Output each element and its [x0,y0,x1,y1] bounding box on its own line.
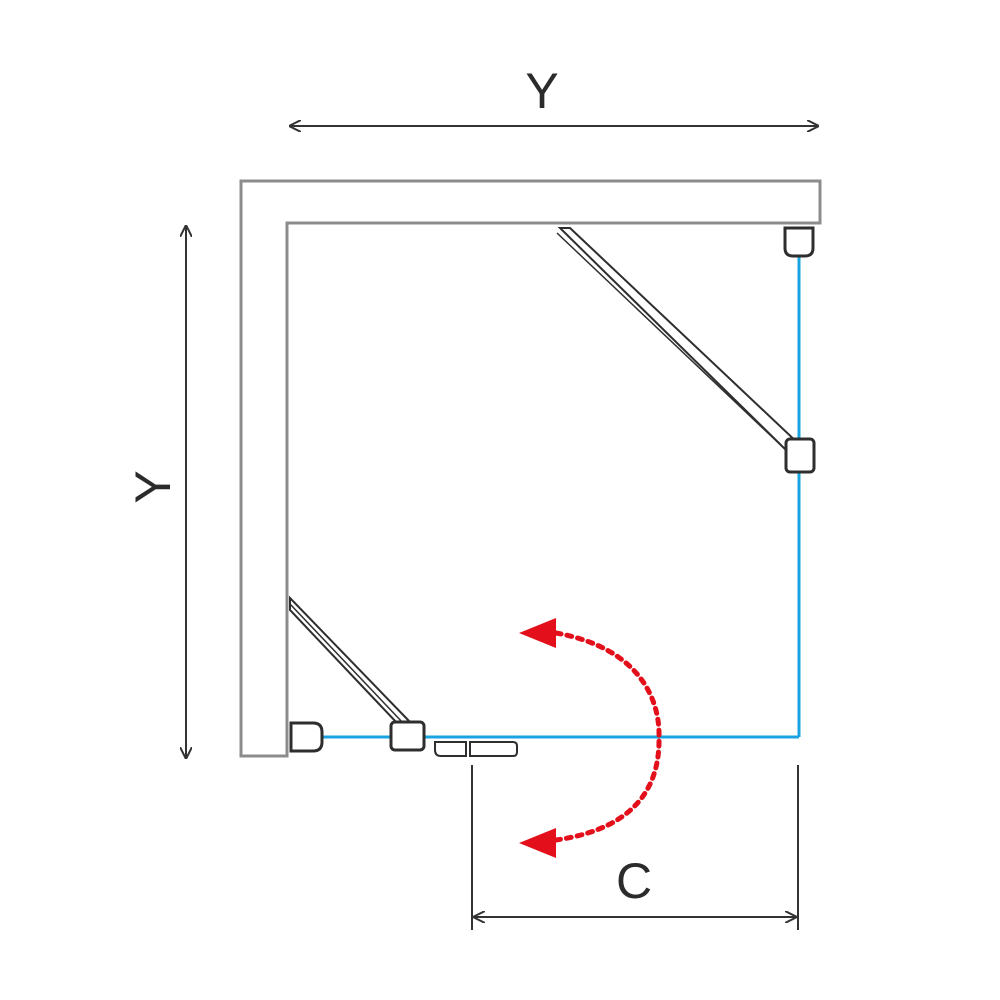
door-handle-left [434,741,467,757]
top-dimension-label: Y [525,63,558,119]
double-headed-curved-arrow-icon [519,618,662,858]
wall-outline [239,179,822,758]
stabilizer-bar-top [556,227,802,454]
stabilizer-bar-bottom [289,595,413,726]
wall-profile-bottom-left [289,721,324,753]
door-dimension-label: C [616,853,652,909]
door-handle-right [469,741,518,757]
swing-arrowhead-upper [519,618,556,648]
clamp-right-middle [784,437,816,474]
swing-arrowhead-lower [519,828,556,858]
left-dimension-label: Y [125,470,181,503]
wall-profile-top-right [783,226,815,258]
clamp-bottom-middle [389,720,426,752]
